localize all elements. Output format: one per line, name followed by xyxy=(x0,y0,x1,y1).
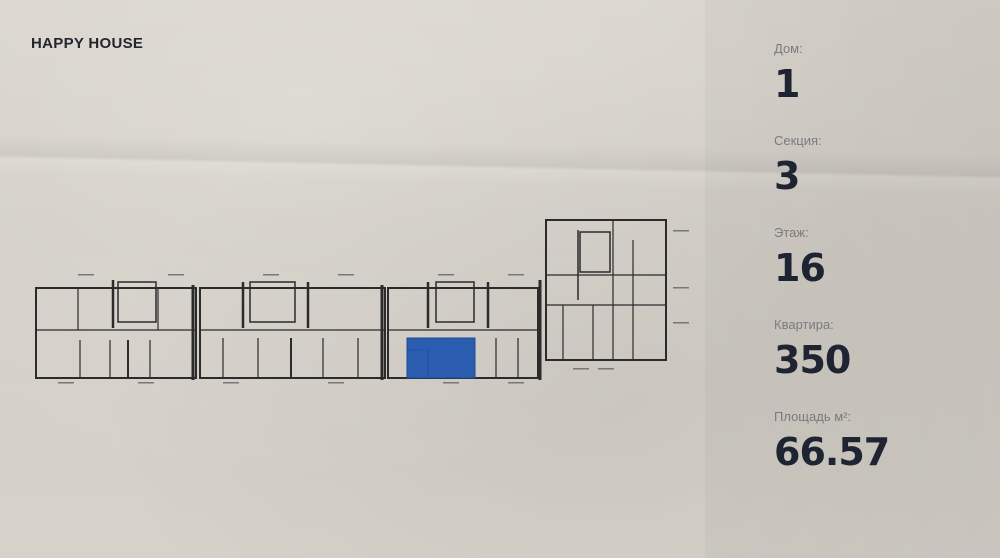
house-label: Дом: xyxy=(774,41,803,56)
brand-title: HAPPY HOUSE xyxy=(31,35,144,52)
area-value: 66.57 xyxy=(774,430,890,474)
highlighted-apartment xyxy=(406,337,476,379)
floor-plan xyxy=(18,210,698,400)
floor-plan-drawing xyxy=(35,219,689,384)
apartment-label: Квартира: xyxy=(774,317,834,332)
apartment-value: 350 xyxy=(774,338,851,382)
paper-fold-shade xyxy=(705,0,1000,558)
apartment-info-panel: Дом: 1 Секция: 3 Этаж: 16 Квартира: 350 … xyxy=(774,40,994,500)
floor-label: Этаж: xyxy=(774,225,809,240)
section-label: Секция: xyxy=(774,133,822,148)
section-value: 3 xyxy=(774,154,800,198)
floor-value: 16 xyxy=(774,246,826,290)
area-label: Площадь м²: xyxy=(774,409,852,424)
house-value: 1 xyxy=(774,62,800,106)
